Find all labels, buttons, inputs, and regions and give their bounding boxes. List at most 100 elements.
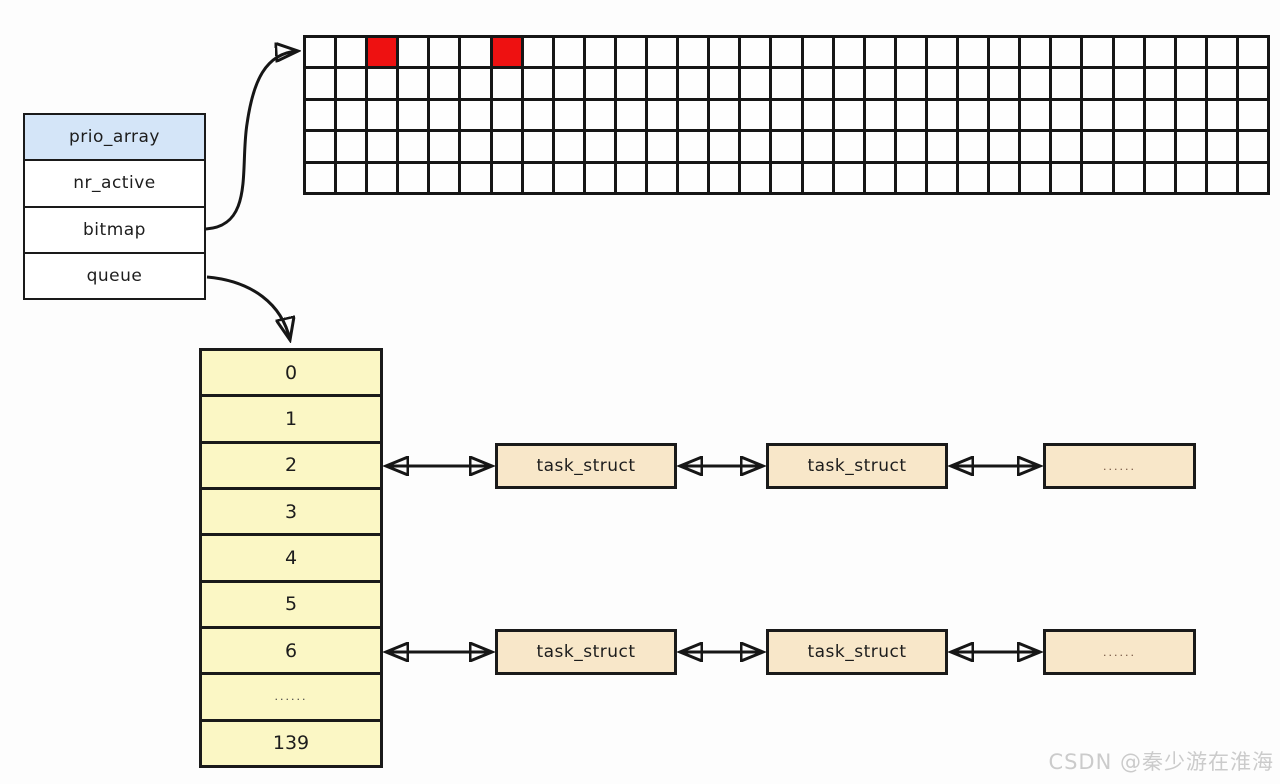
- bitmap-cell: [368, 69, 397, 98]
- bitmap-cell: [492, 100, 521, 130]
- bitmap-cell: [1145, 69, 1174, 98]
- bitmap-cell: [616, 69, 646, 98]
- bitmap-cell: [1114, 38, 1143, 67]
- bitmap-cell: [1238, 163, 1267, 192]
- bitmap-cell: [959, 100, 988, 130]
- bitmap-cell: [927, 100, 957, 130]
- bitmap-cell: [461, 163, 490, 192]
- bitmap-cell: [741, 38, 770, 67]
- bitmap-cell: [803, 100, 832, 130]
- bitmap-cell: [927, 38, 957, 67]
- bitmap-cell: [616, 132, 646, 161]
- queue-slot-5: 5: [202, 583, 380, 629]
- bitmap-cell: [1145, 132, 1174, 161]
- bitmap-cell: [1145, 100, 1174, 130]
- bitmap-cell: [554, 132, 583, 161]
- task-struct-node: task_struct: [495, 629, 677, 675]
- bitmap-cell: [1176, 38, 1205, 67]
- bitmap-cell: [1207, 132, 1236, 161]
- bitmap-cell: [616, 38, 646, 67]
- bitmap-cell: [1052, 100, 1081, 130]
- bitmap-cell: [1021, 132, 1050, 161]
- bitmap-cell: [648, 100, 677, 130]
- bitmap-cell: [1083, 69, 1112, 98]
- task-list-ellipsis-node: ......: [1043, 443, 1196, 489]
- bitmap-cell: [306, 69, 335, 98]
- bitmap-cell: [1021, 38, 1050, 67]
- bitmap-cell: [430, 38, 459, 67]
- bitmap-cell: [990, 163, 1019, 192]
- task-struct-node: task_struct: [766, 443, 948, 489]
- bitmap-cell: [710, 38, 739, 67]
- bitmap-cell: [927, 163, 957, 192]
- bitmap-cell: [679, 163, 708, 192]
- bitmap-cell: [803, 163, 832, 192]
- bitmap-cell: [1021, 69, 1050, 98]
- bitmap-cell: [1145, 38, 1174, 67]
- bitmap-cell: [772, 132, 801, 161]
- bitmap-cell: [1021, 163, 1050, 192]
- bitmap-cell: [896, 69, 925, 98]
- bitmap-cell: [461, 100, 490, 130]
- bitmap-cell: [803, 38, 832, 67]
- bitmap-cell: [990, 132, 1019, 161]
- bitmap-cell: [430, 163, 459, 192]
- bitmap-cell: [461, 38, 490, 67]
- bitmap-cell: [430, 132, 459, 161]
- bitmap-cell: [554, 38, 583, 67]
- bitmap-cell: [1145, 163, 1174, 192]
- bitmap-cell: [616, 163, 646, 192]
- watermark: CSDN @秦少游在淮海: [1048, 750, 1274, 774]
- bitmap-cell: [554, 69, 583, 98]
- bitmap-cell: [648, 163, 677, 192]
- bitmap-cell: [306, 132, 335, 161]
- bitmap-cell: [554, 100, 583, 130]
- bitmap-cell: [1238, 69, 1267, 98]
- task-struct-node: task_struct: [495, 443, 677, 489]
- bitmap-cell: [741, 163, 770, 192]
- struct-field-bitmap: bitmap: [25, 208, 204, 254]
- queue-slot-0: 0: [202, 351, 380, 398]
- bitmap-cell: [1207, 163, 1236, 192]
- bitmap-cell: [585, 132, 614, 161]
- bitmap-cell: [1176, 163, 1205, 192]
- struct-field-prio_array: prio_array: [25, 115, 204, 162]
- bitmap-cell-set: [492, 38, 521, 67]
- bitmap-cell: [710, 100, 739, 130]
- bitmap-cell: [1083, 38, 1112, 67]
- bitmap-cell: [523, 69, 552, 98]
- bitmap-cell: [1052, 132, 1081, 161]
- bitmap-cell: [679, 132, 708, 161]
- bitmap-cell: [461, 69, 490, 98]
- bitmap-cell: [399, 163, 428, 192]
- bitmap-cell: [865, 100, 894, 130]
- bitmap-cell: [399, 69, 428, 98]
- bitmap-cell: [896, 163, 925, 192]
- bitmap-cell: [710, 163, 739, 192]
- bitmap-cell: [461, 132, 490, 161]
- bitmap-cell: [1052, 163, 1081, 192]
- bitmap-cell: [710, 132, 739, 161]
- struct-field-queue: queue: [86, 265, 143, 286]
- bitmap-cell: [399, 100, 428, 130]
- bitmap-cell: [710, 69, 739, 98]
- bitmap-cell: [927, 132, 957, 161]
- bitmap-cell: [1083, 100, 1112, 130]
- bitmap-cell: [1238, 132, 1267, 161]
- bitmap-cell: [523, 163, 552, 192]
- bitmap-cell: [803, 132, 832, 161]
- bitmap-cell: [368, 132, 397, 161]
- bitmap-cell: [616, 100, 646, 130]
- bitmap-cell: [1238, 38, 1267, 67]
- bitmap-cell: [1114, 69, 1143, 98]
- bitmap-cell: [337, 163, 366, 192]
- bitmap-cell: [492, 163, 521, 192]
- bitmap-cell: [648, 132, 677, 161]
- bitmap-cell: [865, 163, 894, 192]
- bitmap-cell: [585, 163, 614, 192]
- bitmap-cell: [865, 38, 894, 67]
- bitmap-cell: [679, 38, 708, 67]
- queue-slot-2: 2: [202, 444, 380, 490]
